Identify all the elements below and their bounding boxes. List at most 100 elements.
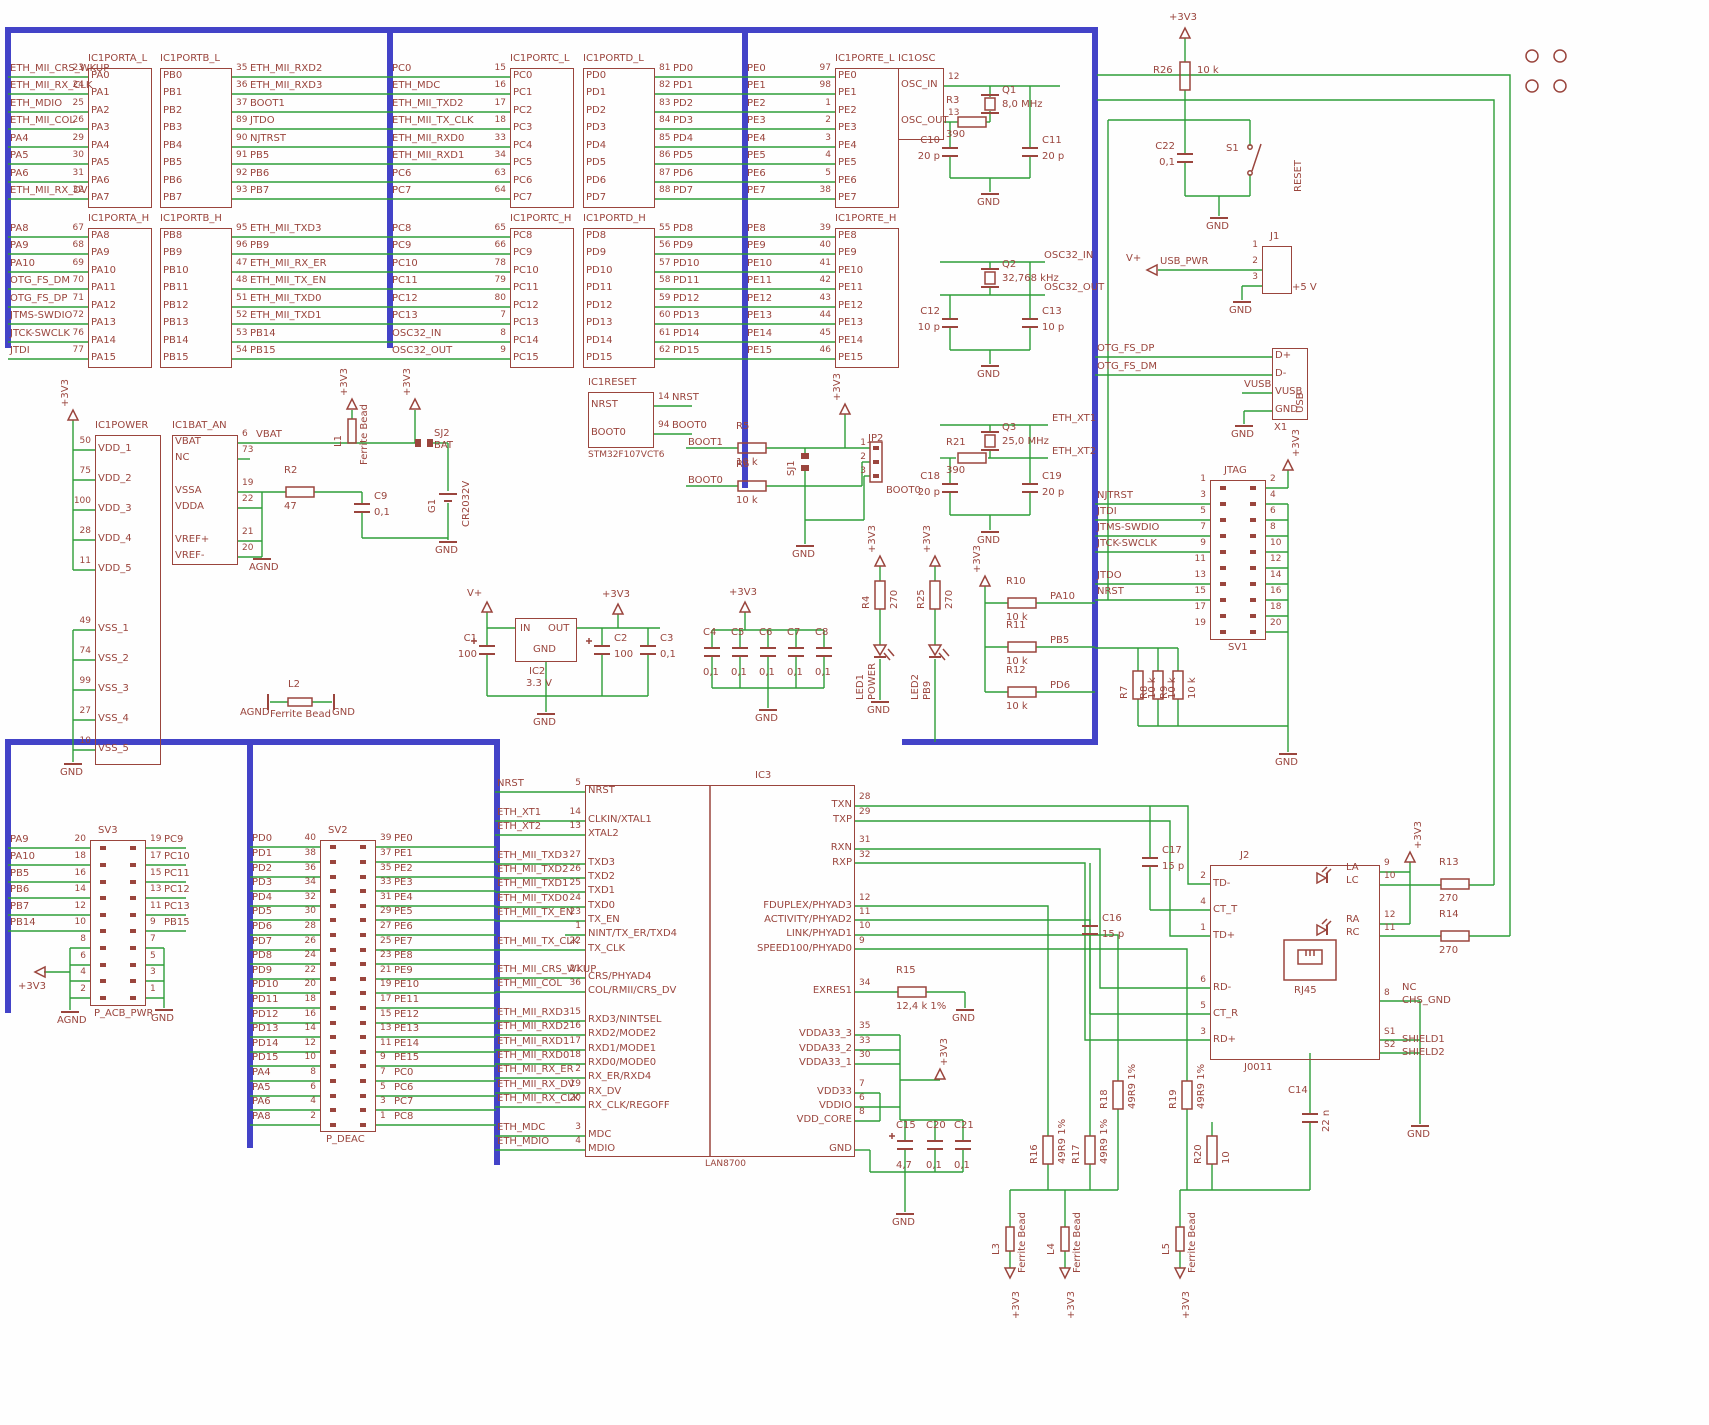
- part-ref-C12: C12: [920, 306, 940, 317]
- part-lv: [887, 648, 895, 657]
- ic1-portb-l[interactable]: [160, 68, 232, 208]
- part-value-C9: 0,1: [374, 507, 390, 518]
- ic1-portb-h[interactable]: [160, 228, 232, 368]
- ic1-bat-an[interactable]: [172, 435, 238, 565]
- header-pin: [330, 1021, 336, 1025]
- sv3-header[interactable]: [90, 840, 146, 1006]
- part-value-C13: 10 p: [1042, 322, 1065, 333]
- part-value-R11: 10 k: [1006, 656, 1028, 667]
- power-3V3-symbol: [978, 574, 992, 587]
- pin-name: RX_ER/RXD4: [588, 1071, 652, 1082]
- part-ref-C7: C7: [787, 627, 801, 638]
- net-label: ETH_MII_RX_DV: [497, 1079, 575, 1090]
- ic1-osc-title: IC1OSC: [898, 53, 936, 64]
- power-V-symbol: [480, 600, 494, 613]
- net-label: PA8: [252, 1111, 271, 1122]
- pin-number: 8: [1270, 522, 1276, 532]
- part-ref-S1: S1: [1226, 143, 1239, 154]
- power-label: GND: [1275, 757, 1298, 768]
- pin-number: 4: [80, 967, 86, 977]
- part-ref-R8: R8: [1139, 685, 1150, 699]
- ic1-portd-l[interactable]: [583, 68, 655, 208]
- pin-name: PD7: [586, 192, 607, 203]
- pin-name: PA5: [91, 157, 110, 168]
- ic3-lan8700-title: IC3: [755, 770, 772, 781]
- pin-number: 19: [1194, 618, 1206, 628]
- ic1-portc-h[interactable]: [510, 228, 574, 368]
- pin-number: 12: [859, 893, 871, 903]
- annotation-label: POWER: [867, 662, 878, 700]
- net-label: ETH_MII_TX_EN: [497, 907, 574, 918]
- sv2-header[interactable]: [320, 840, 376, 1132]
- header-pin: [100, 896, 106, 900]
- net-label: ETH_MII_TX_CLK: [497, 936, 579, 947]
- power-label: GND: [755, 713, 778, 724]
- header-pin: [1250, 566, 1256, 570]
- ic1-power[interactable]: [95, 435, 161, 765]
- pin-number: 8: [80, 934, 86, 944]
- annotation-label: 3.3 V: [526, 678, 552, 689]
- pin-number: 28: [79, 526, 91, 536]
- power-3V3-symbol: [345, 397, 359, 410]
- pin-number: 28: [304, 921, 316, 931]
- ic1-reset-subtitle: STM32F107VCT6: [588, 450, 665, 460]
- power-jack-j1[interactable]: [1262, 246, 1292, 294]
- net-label: PC13: [392, 310, 418, 321]
- pin-number: 45: [819, 328, 831, 338]
- pin-name: SHIELD2: [1402, 1047, 1445, 1058]
- pin-number: 43: [819, 293, 831, 303]
- annotation-label: LED1: [855, 674, 866, 700]
- jtag-header[interactable]: [1210, 480, 1266, 640]
- annotation-label: BOOT1: [688, 437, 723, 448]
- net-label: PD6: [252, 921, 273, 932]
- net-label: PE14: [394, 1038, 420, 1049]
- power-label: +3V3: [939, 1038, 950, 1066]
- pin-name: LINK/PHYAD1: [786, 928, 852, 939]
- pin-name: RXN: [830, 842, 852, 853]
- header-pin: [330, 1035, 336, 1039]
- pin-number: 17: [1194, 602, 1206, 612]
- usb-connector[interactable]: [1272, 348, 1308, 420]
- ic1-portd-h[interactable]: [583, 228, 655, 368]
- rj45-connector[interactable]: [1210, 865, 1380, 1060]
- net-label: PD8: [673, 223, 694, 234]
- pin-number: 31: [72, 168, 84, 178]
- part-S1: [1247, 170, 1253, 176]
- part-ref-C11: C11: [1042, 135, 1062, 146]
- pin-number: 13: [1194, 570, 1206, 580]
- net-wire: [855, 862, 1210, 1041]
- header-pin: [360, 1064, 366, 1068]
- pin-number: 41: [819, 258, 831, 268]
- pin-number: 88: [659, 185, 671, 195]
- pin-number: 12: [1270, 554, 1282, 564]
- header-pin: [360, 1021, 366, 1025]
- ic1-porte-h[interactable]: [835, 228, 899, 368]
- ic1-reset[interactable]: [588, 392, 654, 448]
- part-ref-L3: L3: [991, 1243, 1002, 1255]
- pin-name: PC8: [513, 230, 533, 241]
- ic3-lan8700[interactable]: [585, 785, 855, 1157]
- ic2-voltage-regulator[interactable]: [515, 618, 577, 662]
- ic1-porta-h[interactable]: [88, 228, 152, 368]
- net-wire: [1097, 99, 1495, 885]
- ic1-portc-l[interactable]: [510, 68, 574, 208]
- part-SJ2: [415, 439, 421, 447]
- pin-name: SPEED100/PHYAD0: [757, 943, 852, 954]
- net-label: PE10: [747, 258, 773, 269]
- power-jack-j1-title: J1: [1270, 231, 1280, 242]
- ic1-portb-l-title: IC1PORTB_L: [160, 53, 220, 64]
- ic1-osc[interactable]: [898, 68, 944, 140]
- pin-name: PE2: [838, 105, 857, 116]
- power-label: GND: [977, 197, 1000, 208]
- pin-number: 4: [1200, 897, 1206, 907]
- net-label: PD2: [252, 863, 273, 874]
- part-value-R19: 49R9 1%: [1196, 1063, 1207, 1109]
- pin-name: PC1: [513, 87, 533, 98]
- net-label: PD10: [252, 979, 279, 990]
- net-wire: [855, 919, 1091, 1136]
- pin-number: 9: [150, 917, 156, 927]
- ic1-porta-l[interactable]: [88, 68, 152, 208]
- net-label: PA8: [10, 223, 29, 234]
- pin-number: 38: [819, 185, 831, 195]
- part-value-R15: 12,4 k 1%: [896, 1001, 947, 1012]
